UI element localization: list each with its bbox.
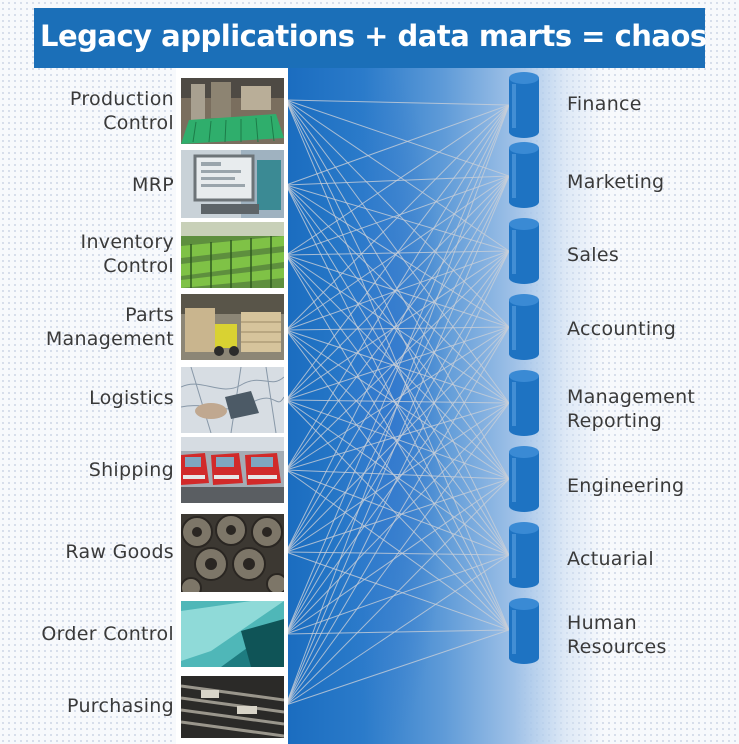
connector-line <box>285 175 510 256</box>
connector-line <box>285 104 510 256</box>
diagram-title: Legacy applications + data marts = chaos <box>40 19 707 53</box>
connector-line <box>285 184 510 631</box>
app-label-raw-goods: Raw Goods <box>65 541 174 563</box>
database-cylinder-icon <box>509 370 539 436</box>
connector-line <box>285 554 510 635</box>
connector-line <box>285 99 510 480</box>
logistics-map-photo <box>181 367 284 433</box>
mart-label-sales: Sales <box>567 244 620 266</box>
connector-line <box>285 554 510 706</box>
database-cylinder-icon <box>509 142 539 208</box>
app-label-inventory-control: Inventory Control <box>80 231 174 277</box>
app-label-mrp: MRP <box>132 174 174 196</box>
connector-line <box>285 104 510 401</box>
connector-line <box>285 99 510 328</box>
database-cylinder-icon <box>509 598 539 664</box>
connector-line <box>285 104 510 635</box>
mart-label-finance: Finance <box>567 93 642 115</box>
order-control-photo <box>181 601 284 667</box>
connector-line <box>285 99 510 404</box>
connector-line <box>285 99 510 631</box>
forklift-pallets-photo <box>181 294 284 360</box>
connector-line <box>285 99 510 252</box>
trucks-photo <box>181 437 284 503</box>
database-cylinder-icon <box>509 218 539 284</box>
connector-line <box>285 99 510 177</box>
connector-line <box>285 326 510 706</box>
connector-line <box>285 184 510 404</box>
database-cylinder-icon <box>509 294 539 360</box>
connector-line <box>285 184 510 328</box>
connector-line <box>285 629 510 635</box>
app-label-shipping: Shipping <box>88 459 174 481</box>
connector-line <box>285 469 510 480</box>
connector-line <box>285 478 510 706</box>
connector-line <box>285 104 510 706</box>
mart-label-marketing: Marketing <box>567 171 665 193</box>
connector-line <box>285 184 510 480</box>
connector-line <box>285 250 510 471</box>
connector-line <box>285 104 510 186</box>
connector-line <box>285 326 510 471</box>
mart-label-human-resources: Human Resources <box>567 612 667 658</box>
connector-line <box>285 104 510 553</box>
connector-line <box>285 551 510 631</box>
connector-line <box>285 175 510 471</box>
steel-coils-photo <box>181 514 284 592</box>
connector-line <box>285 250 510 401</box>
connector-line <box>285 402 510 706</box>
title-bar: Legacy applications + data marts = chaos <box>34 8 707 68</box>
connector-line <box>285 175 510 706</box>
connector-line <box>285 469 510 631</box>
mart-label-accounting: Accounting <box>567 318 677 340</box>
connector-line <box>285 99 510 106</box>
connector-line <box>285 104 510 471</box>
connector-line <box>285 104 510 331</box>
database-cylinder-icon <box>509 72 539 138</box>
app-label-logistics: Logistics <box>89 387 174 409</box>
connector-line <box>285 402 510 635</box>
mart-label-engineering: Engineering <box>567 475 685 497</box>
app-label-parts-management: Parts Management <box>45 304 174 350</box>
production-control-photo <box>181 78 284 144</box>
connector-line <box>285 175 510 553</box>
app-label-production-control: Production Control <box>69 88 174 134</box>
connector-line <box>285 402 510 471</box>
purchasing-photo <box>181 676 284 738</box>
inventory-warehouse-photo <box>181 222 284 288</box>
connector-line <box>285 250 510 635</box>
connector-line <box>285 250 510 553</box>
connector-line <box>285 469 510 556</box>
connector-line <box>285 629 510 706</box>
connector-line <box>285 478 510 635</box>
mrp-computer-photo <box>181 150 284 218</box>
connector-line <box>285 326 510 635</box>
database-cylinder-icon <box>509 522 539 588</box>
connector-line <box>285 250 510 706</box>
database-cylinder-icon <box>509 446 539 512</box>
app-label-order-control: Order Control <box>41 623 174 645</box>
app-label-purchasing: Purchasing <box>67 695 174 717</box>
mart-label-management-reporting: Management Reporting <box>567 386 696 432</box>
mart-label-actuarial: Actuarial <box>567 548 654 570</box>
